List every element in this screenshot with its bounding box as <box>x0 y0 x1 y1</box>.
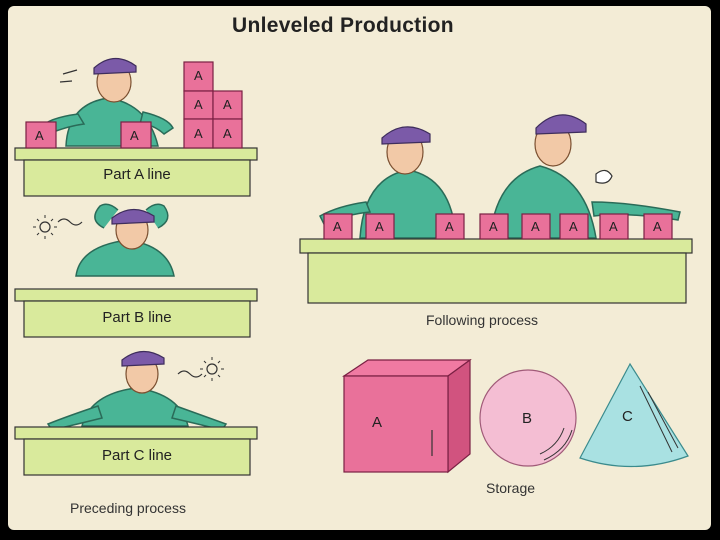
diagram-panel: Unleveled Production <box>8 6 711 530</box>
part-a-line-label: Part A line <box>24 166 250 183</box>
following-bench-top <box>300 239 692 253</box>
box-letter: A <box>130 128 139 143</box>
part-b-line-label: Part B line <box>24 309 250 326</box>
box-letter: A <box>653 219 662 234</box>
storage-cone <box>580 364 688 467</box>
part-c-line-label: Part C line <box>24 447 250 464</box>
part-c-worker <box>48 351 226 430</box>
following-process-label: Following process <box>426 312 538 328</box>
part-b-bench-top <box>15 289 257 301</box>
part-a-stack <box>184 62 242 148</box>
preceding-process-label: Preceding process <box>70 500 186 516</box>
box-letter: A <box>194 68 203 83</box>
storage-cube-letter: A <box>372 414 382 431</box>
box-letter: A <box>223 97 232 112</box>
storage-sphere-letter: B <box>522 410 532 427</box>
box-letter: A <box>223 126 232 141</box>
box-letter: A <box>35 128 44 143</box>
box-letter: A <box>569 219 578 234</box>
box-letter: A <box>194 126 203 141</box>
part-c-bench-top <box>15 427 257 439</box>
box-letter: A <box>333 219 342 234</box>
following-bench <box>308 253 686 303</box>
storage-cube <box>344 360 470 472</box>
box-letter: A <box>609 219 618 234</box>
part-a-bench-top <box>15 148 257 160</box>
box-letter: A <box>445 219 454 234</box>
storage-cone-letter: C <box>622 408 633 425</box>
part-a-worker <box>40 58 173 146</box>
box-letter: A <box>194 97 203 112</box>
storage-label: Storage <box>486 480 535 496</box>
box-letter: A <box>531 219 540 234</box>
box-letter: A <box>489 219 498 234</box>
part-b-worker <box>33 204 174 276</box>
box-letter: A <box>375 219 384 234</box>
